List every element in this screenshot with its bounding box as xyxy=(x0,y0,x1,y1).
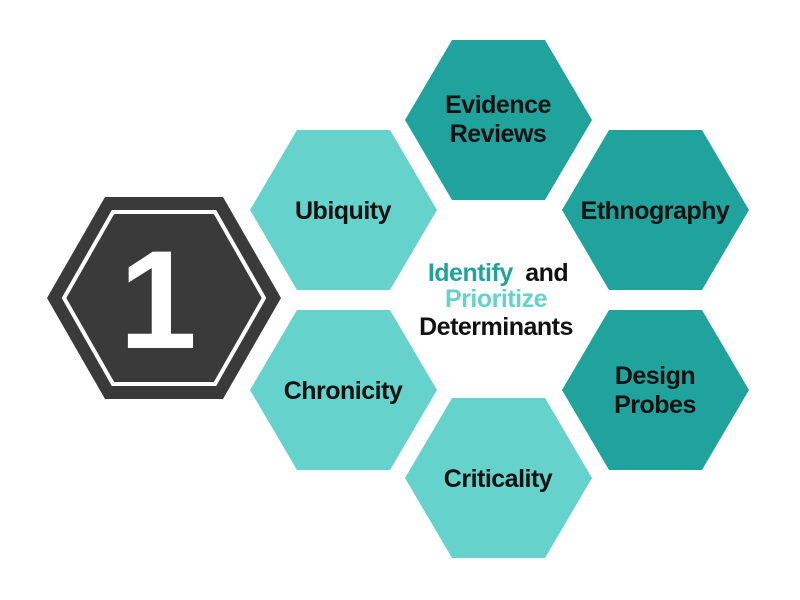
hex-shape-design-probes xyxy=(562,310,749,470)
hex-shape-evidence-reviews xyxy=(405,40,592,200)
hex-label-criticality: Criticality xyxy=(444,465,553,493)
hex-label-evidence-reviews-line2: Reviews xyxy=(450,120,547,148)
center-word-determinants: Determinants xyxy=(419,313,573,341)
hex-label-evidence-reviews: Evidence xyxy=(445,91,551,119)
hexagon-design-probes: Design Probes xyxy=(562,310,749,470)
hex-shape-chronicity xyxy=(250,310,437,470)
hex-label-design-probes-line2: Probes xyxy=(614,391,696,419)
hexagon-evidence-reviews: Evidence Reviews xyxy=(405,40,592,200)
center-word-prioritize: Prioritize xyxy=(445,285,548,313)
hex-label-design-probes: Design xyxy=(615,362,695,390)
hex-label-ubiquity: Ubiquity xyxy=(295,197,392,225)
center-word-and: and xyxy=(525,259,568,287)
center-title-line1: Identify and xyxy=(428,259,568,287)
center-word-identify: Identify xyxy=(428,259,513,287)
hex-label-chronicity: Chronicity xyxy=(284,377,403,405)
hexagon-ubiquity: Ubiquity xyxy=(250,130,437,290)
hex-shape-criticality xyxy=(405,398,592,558)
hex-label-ethnography: Ethnography xyxy=(581,197,730,225)
step-hex-ring xyxy=(61,210,267,386)
center-title: Identify and Prioritize Determinants xyxy=(419,259,573,341)
hexagon-chronicity: Chronicity xyxy=(250,310,437,470)
step-number: 1 xyxy=(119,221,197,378)
step-number-hexagon: 1 xyxy=(47,197,281,399)
hexagon-ethnography: Ethnography xyxy=(562,130,749,290)
step-hex-outer xyxy=(47,197,281,399)
hex-shape-ethnography xyxy=(562,130,749,290)
hexagon-criticality: Criticality xyxy=(405,398,592,558)
hex-shape-ubiquity xyxy=(250,130,437,290)
